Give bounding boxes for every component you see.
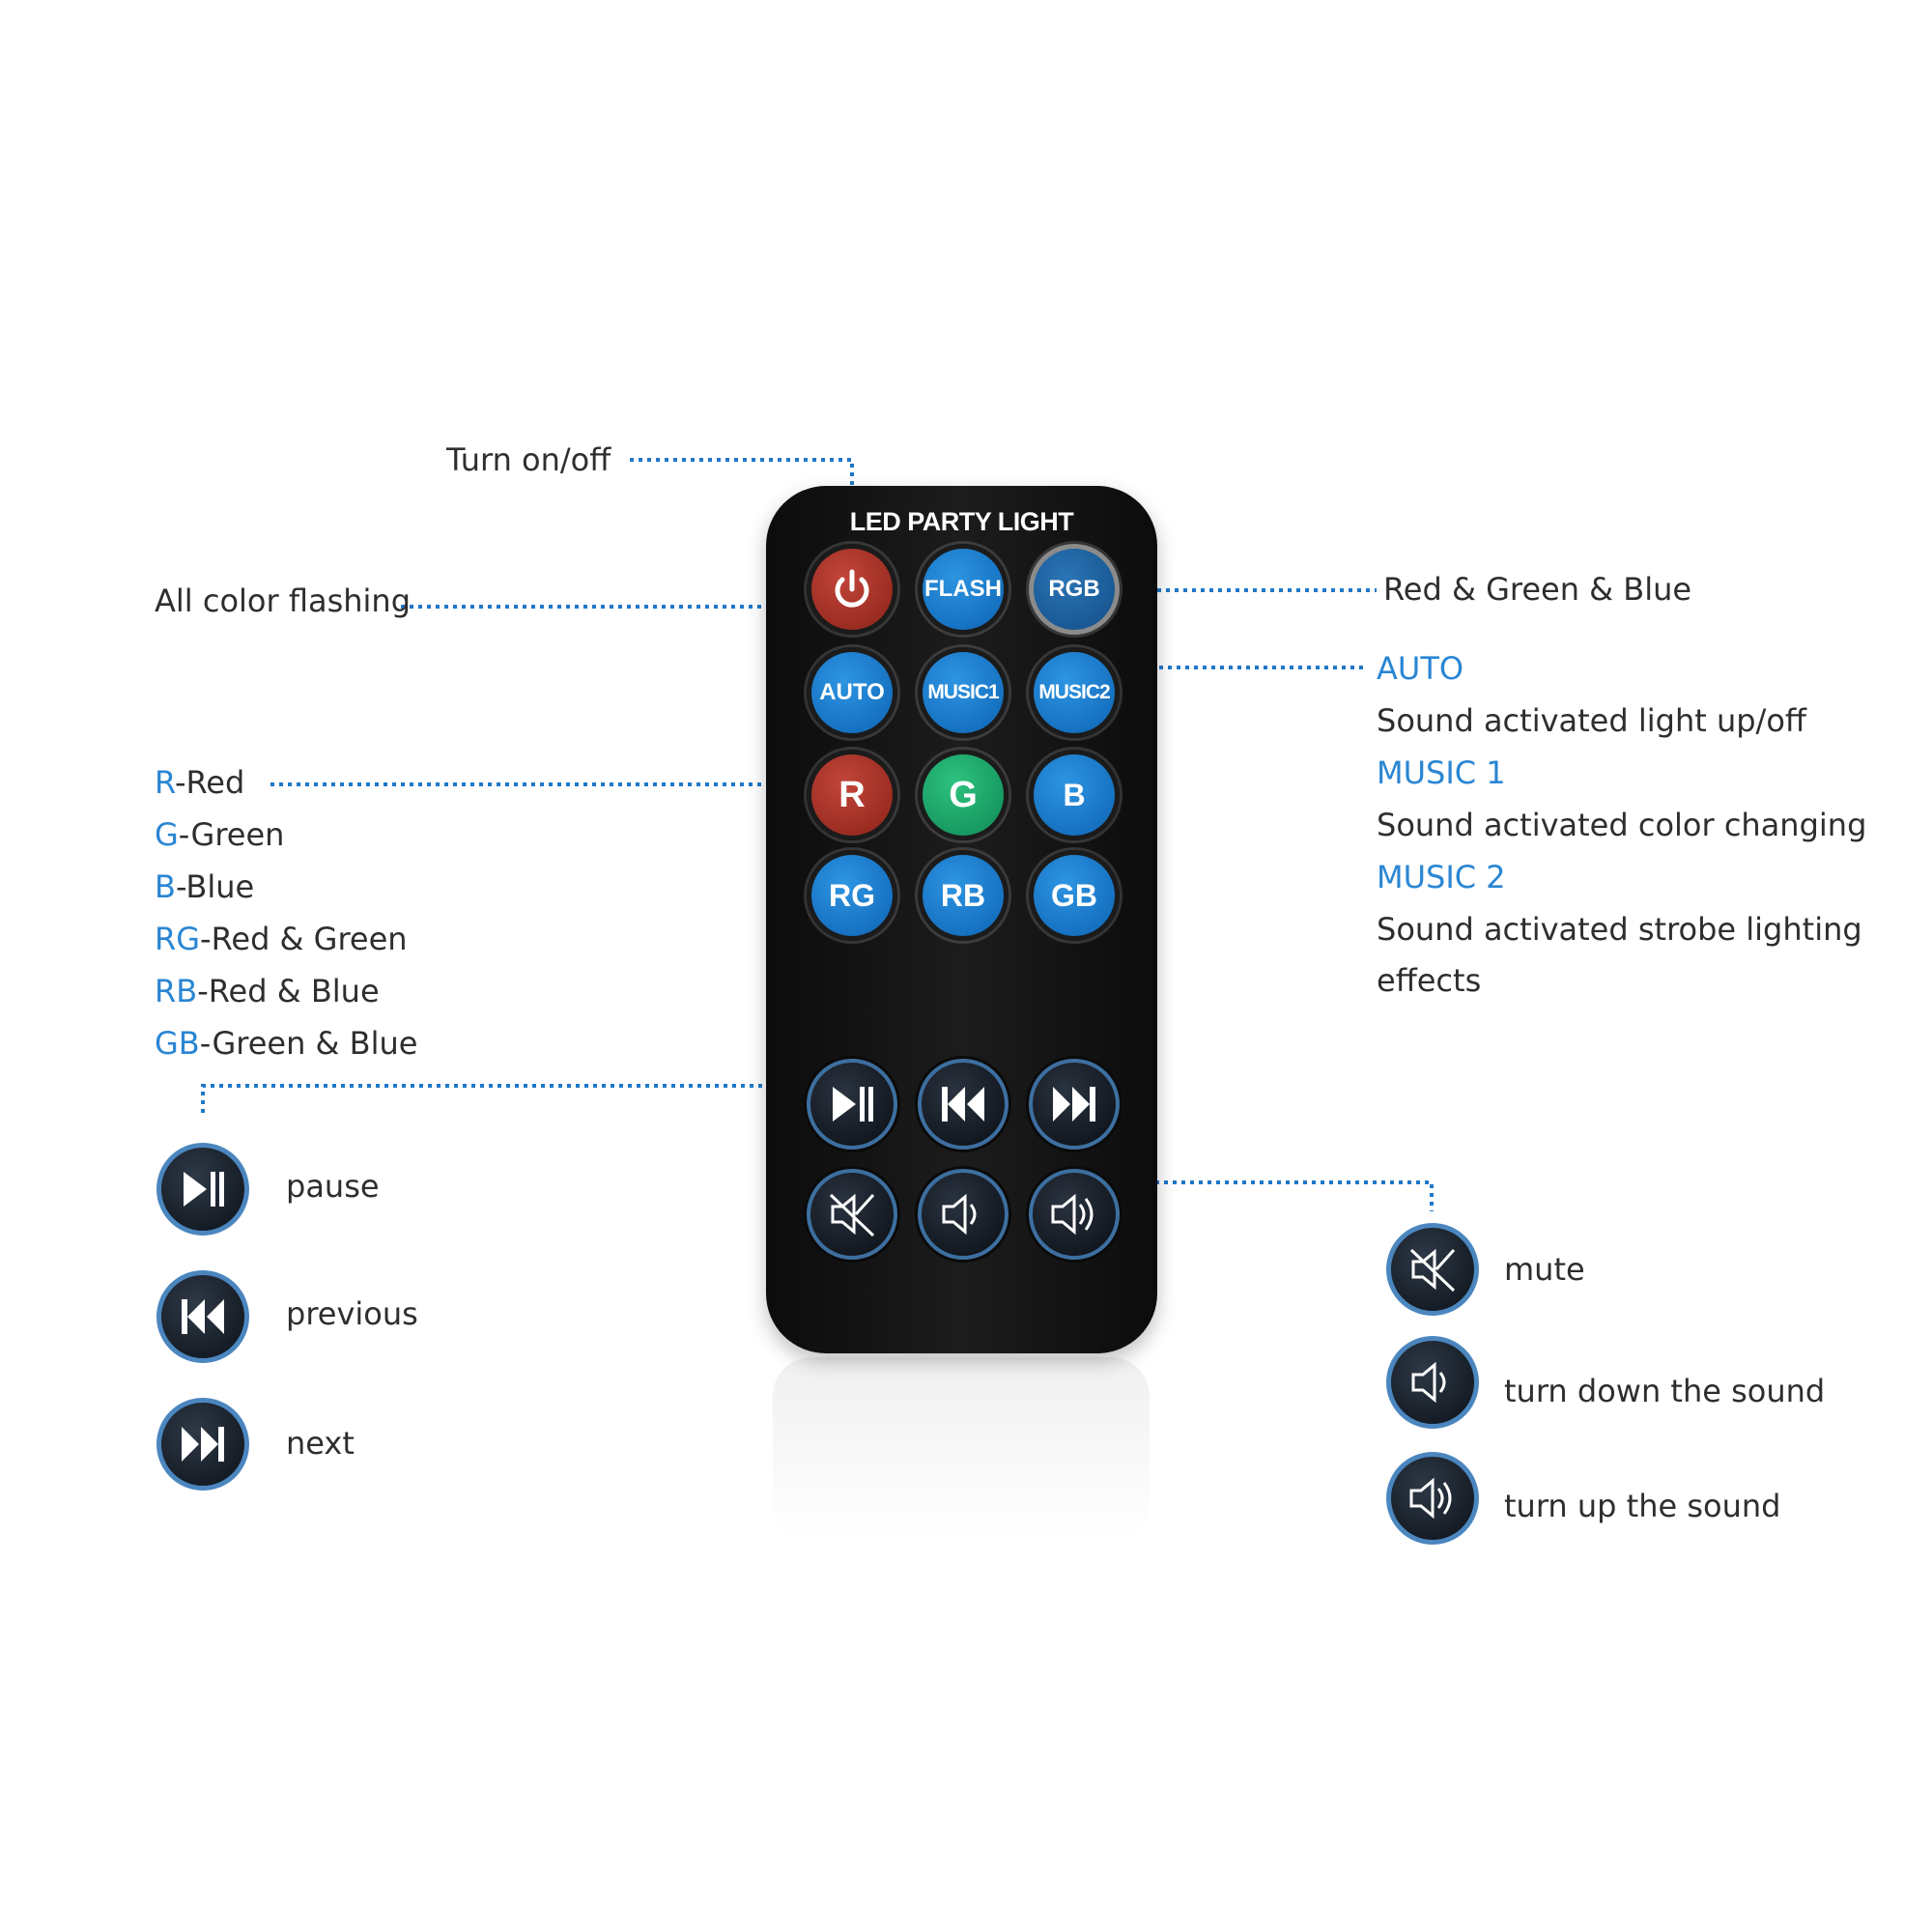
legend-item-rb: RB-Red & Blue (155, 973, 380, 1009)
legend-item-rg: RG-Red & Green (155, 921, 408, 957)
play-pause-icon (184, 1172, 224, 1207)
music1-button[interactable]: MUSIC1 (918, 647, 1009, 738)
label-red-green-blue: Red & Green & Blue (1383, 571, 1692, 608)
music2-button[interactable]: MUSIC2 (1029, 647, 1120, 738)
mute-icon (829, 1193, 875, 1237)
rg-button[interactable]: RG (807, 850, 897, 941)
legend-item-gb: GB-Green & Blue (155, 1025, 418, 1062)
legend-volume-down-icon-badge (1386, 1336, 1479, 1429)
mute-button[interactable] (807, 1169, 897, 1260)
previous-button[interactable] (918, 1059, 1009, 1150)
rgb-button[interactable]: RGB (1029, 544, 1120, 635)
legend-item-r: R-Red (155, 764, 245, 801)
b-button[interactable]: B (1029, 750, 1120, 840)
label-music2-title: MUSIC 2 (1377, 859, 1506, 895)
label-all-color-flashing: All color flashing (155, 582, 412, 619)
label-turn-on-off: Turn on/off (446, 441, 611, 478)
legend-pause-icon-badge (156, 1143, 249, 1236)
legend-item-b: B-Blue (155, 868, 255, 905)
legend-next-icon-badge (156, 1398, 249, 1491)
volume-up-icon (1051, 1193, 1094, 1236)
previous-icon (182, 1299, 224, 1334)
volume-down-icon (1411, 1361, 1446, 1404)
auto-button[interactable]: AUTO (807, 647, 897, 738)
next-button[interactable] (1029, 1059, 1120, 1150)
remote-title: LED PARTY LIGHT (849, 507, 1074, 536)
next-icon (1053, 1087, 1095, 1122)
next-icon (182, 1427, 224, 1462)
mute-icon (1409, 1248, 1456, 1293)
label-auto-title: AUTO (1377, 650, 1464, 687)
r-button[interactable]: R (807, 750, 897, 840)
legend-item-g: G-Green (155, 816, 285, 853)
legend-label-volume-up: turn up the sound (1504, 1488, 1781, 1524)
legend-mute-icon-badge (1386, 1223, 1479, 1316)
g-button[interactable]: G (918, 750, 1009, 840)
volume-down-button[interactable] (918, 1169, 1009, 1260)
legend-label-pause: pause (286, 1168, 380, 1205)
label-music2-desc-2: effects (1377, 962, 1482, 999)
volume-down-icon (942, 1193, 977, 1236)
play-pause-icon (833, 1087, 873, 1122)
label-music1-desc: Sound activated color changing (1377, 807, 1867, 843)
volume-up-button[interactable] (1029, 1169, 1120, 1260)
legend-label-next: next (286, 1425, 355, 1462)
flash-button[interactable]: FLASH (918, 544, 1009, 635)
power-icon (835, 569, 869, 608)
legend-volume-up-icon-badge (1386, 1452, 1479, 1545)
previous-icon (942, 1087, 984, 1122)
legend-label-previous: previous (286, 1295, 418, 1332)
legend-previous-icon-badge (156, 1270, 249, 1363)
volume-up-icon (1409, 1477, 1452, 1520)
legend-label-volume-down: turn down the sound (1504, 1373, 1826, 1409)
rb-button[interactable]: RB (918, 850, 1009, 941)
label-music1-title: MUSIC 1 (1377, 754, 1506, 791)
power-button[interactable] (807, 544, 897, 635)
gb-button[interactable]: GB (1029, 850, 1120, 941)
play-pause-button[interactable] (807, 1059, 897, 1150)
label-auto-desc: Sound activated light up/off (1377, 702, 1806, 739)
legend-label-mute: mute (1504, 1251, 1585, 1288)
remote-reflection (773, 1357, 1150, 1541)
label-music2-desc-1: Sound activated strobe lighting (1377, 911, 1862, 948)
